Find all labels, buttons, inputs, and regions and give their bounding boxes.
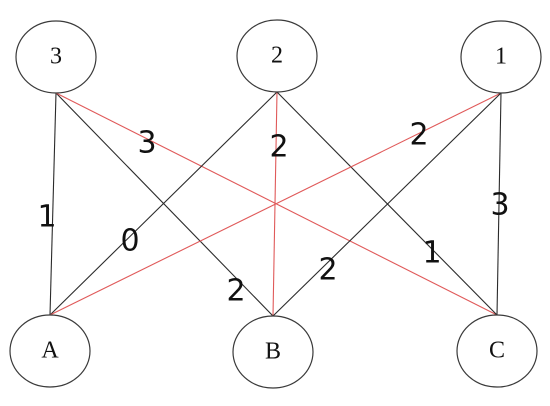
edge-top1-A [49,92,502,316]
edge-weight-label: 2 [269,130,288,165]
top-node-1: 1 [460,20,542,94]
edge-top2-A [49,91,278,316]
edges-layer [49,91,502,317]
edge-weight-label: 2 [226,274,245,309]
edge-top1-B [272,92,502,317]
edge-weight-label: 3 [490,188,509,223]
top-node-2: 2 [236,19,318,93]
bottom-node-a: A [9,314,91,388]
node-circle [460,20,542,94]
node-label: C [489,338,505,364]
nodes-layer: 3 2 1A B C [9,19,542,389]
node-circle [232,315,314,389]
node-circle [456,314,538,388]
edge-weight-label: 3 [137,126,156,161]
edge-top2-C [276,91,498,316]
top-node-3: 3 [15,20,97,94]
edge-top3-B [55,92,274,317]
edge-weight-label: 2 [409,118,428,153]
node-label: 1 [495,44,507,70]
node-label: 2 [271,43,283,69]
edge-top1-C [496,92,502,316]
edge-weight-label: 0 [120,224,139,259]
bottom-node-b: B [232,315,314,389]
node-circle [236,19,318,93]
node-circle [15,20,97,94]
node-label: A [41,338,59,364]
weights-layer: 1 2 3 0 2 1 2 2 3 [37,118,509,309]
node-circle [9,314,91,388]
bottom-node-c: C [456,314,538,388]
node-label: B [265,339,281,365]
edge-weight-label: 1 [422,236,441,271]
node-label: 3 [50,44,62,70]
edge-top3-A [49,92,57,316]
edge-weight-label: 2 [318,253,337,288]
edge-weight-label: 1 [37,200,56,235]
